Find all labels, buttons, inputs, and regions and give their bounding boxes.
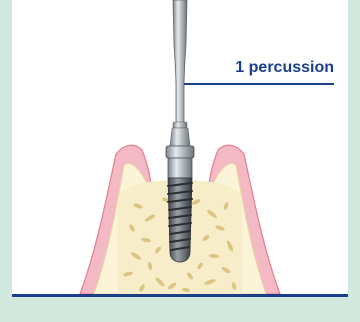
callout-label: 1 percussion <box>235 58 334 78</box>
instrument-tip <box>170 128 190 146</box>
implant-head <box>166 146 194 158</box>
bottom-rule <box>12 294 348 297</box>
instrument-collar <box>173 122 187 128</box>
implant-neck <box>168 158 192 178</box>
dental-implant <box>166 146 194 262</box>
callout: 1 percussion <box>212 58 334 80</box>
